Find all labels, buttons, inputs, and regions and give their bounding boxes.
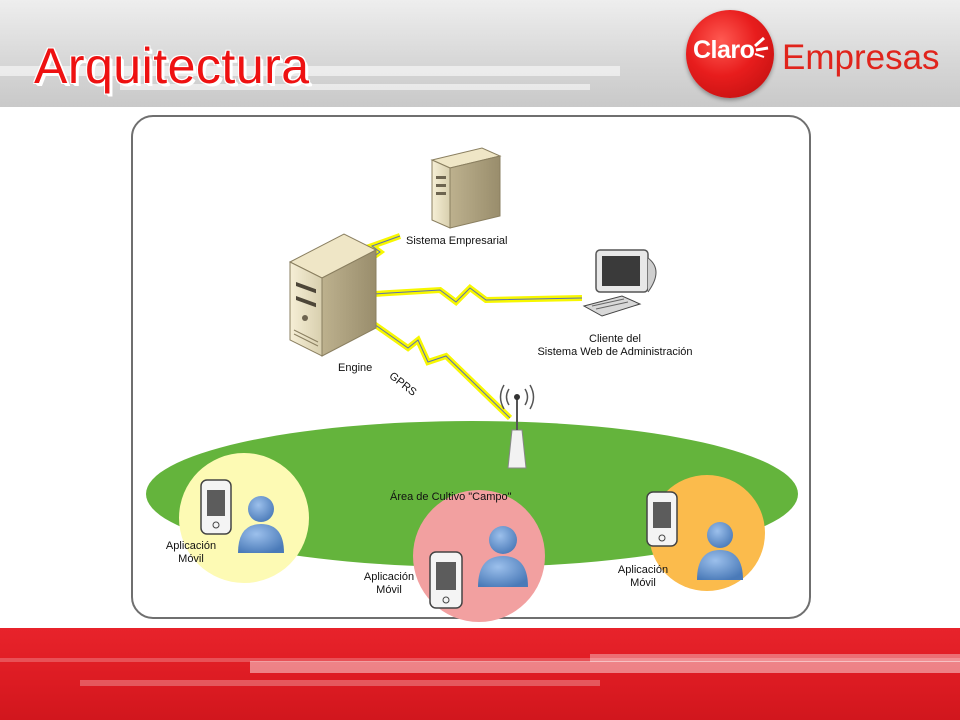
movil-label-line2: Móvil [376,584,402,596]
movil-label: Aplicación Móvil [344,571,434,597]
movil-label-line1: Aplicación [617,564,669,576]
cliente-label-line2: Sistema Web de Administración [537,346,693,358]
server-icon [430,147,502,229]
cliente-label-line1: Cliente del [589,333,641,345]
logo-rays-icon [754,36,769,58]
engine-server-icon [288,233,378,357]
person-icon [478,526,528,587]
lightning-icon [338,297,513,421]
slide-title: Arquitectura [34,38,310,94]
logo-product-text: Empresas [782,38,940,77]
slide-footer [0,628,960,720]
footer-streak [0,658,960,662]
claro-empresas-logo: Claro Empresas [686,10,956,100]
phone-icon [429,551,463,609]
area-label: Área de Cultivo "Campo" [390,491,512,503]
cliente-label: Cliente del Sistema Web de Administració… [505,333,725,359]
logo-circle [686,10,774,98]
computer-icon [582,249,657,317]
movil-label-line2: Móvil [630,577,656,589]
movil-label-line1: Aplicación [363,571,415,583]
person-icon [238,496,284,553]
movil-label: Aplicación Móvil [598,564,688,590]
footer-streak [590,654,960,662]
logo-brand-text: Claro [693,36,755,64]
antenna-icon [499,384,535,469]
movil-label: Aplicación Móvil [146,540,236,566]
footer-streak [80,680,600,686]
sistema-empresarial-label: Sistema Empresarial [406,235,508,247]
header-streak [0,66,620,76]
phone-icon [646,491,678,547]
phone-icon [200,479,232,535]
slide-header: Arquitectura Claro Empresas [0,0,960,107]
footer-streak [250,661,960,673]
header-streak [120,84,590,90]
lightning-icon [339,284,583,306]
movil-label-line2: Móvil [178,553,204,565]
movil-label-line1: Aplicación [165,540,217,552]
person-icon [697,522,743,580]
engine-label: Engine [338,362,373,374]
